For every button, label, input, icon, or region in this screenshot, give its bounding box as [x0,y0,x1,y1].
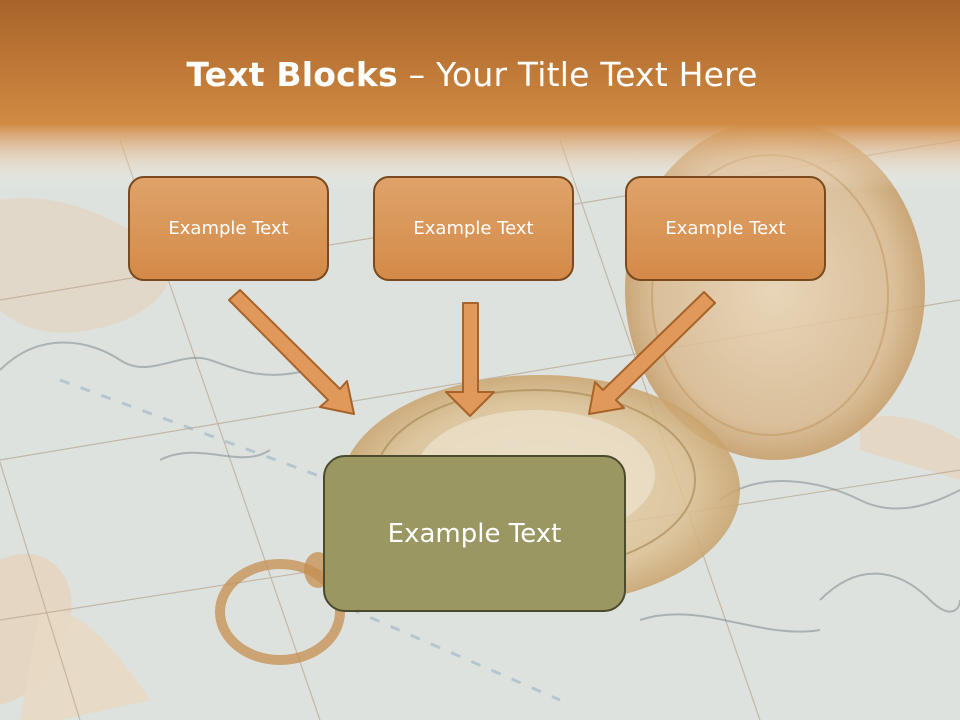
title-bold: Text Blocks [186,55,398,94]
text-block-2-label: Example Text [413,218,534,239]
arrow-left [228,289,355,415]
text-block-2[interactable]: Example Text [373,176,574,281]
text-block-3-label: Example Text [665,218,786,239]
text-block-3[interactable]: Example Text [625,176,826,281]
slide-title: Text Blocks – Your Title Text Here [0,55,944,94]
arrow-right [588,291,716,415]
arrow-middle [445,302,495,417]
text-block-1[interactable]: Example Text [128,176,329,281]
center-text-block[interactable]: Example Text [323,455,626,612]
text-block-1-label: Example Text [168,218,289,239]
title-separator: – [397,55,436,94]
center-text-block-label: Example Text [387,518,562,549]
title-rest: Your Title Text Here [435,55,758,94]
